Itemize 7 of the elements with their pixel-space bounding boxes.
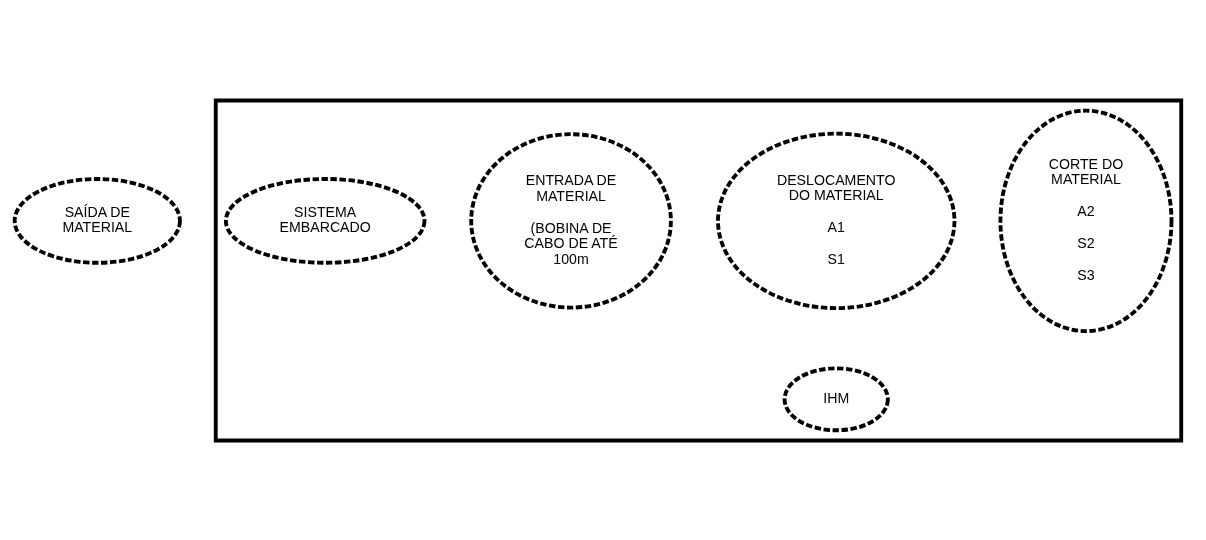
cluster bbox=[213, 98, 1184, 442]
node-ellipse: SAÍDA DE MATERIAL bbox=[12, 176, 182, 265]
node-ellipse: IHM bbox=[782, 365, 890, 432]
node-ellipse: CORTE DO MATERIAL A2 S2 S3 bbox=[998, 108, 1174, 333]
node-ellipse: ENTRADA DE MATERIAL (BOBINA DE CABO DE ATÉ 100m bbox=[469, 131, 673, 309]
node-ellipse: SISTEMA EMBARCADO bbox=[223, 176, 427, 265]
node-ellipse: DESLOCAMENTO DO MATERIAL A1 S1 bbox=[716, 131, 957, 310]
